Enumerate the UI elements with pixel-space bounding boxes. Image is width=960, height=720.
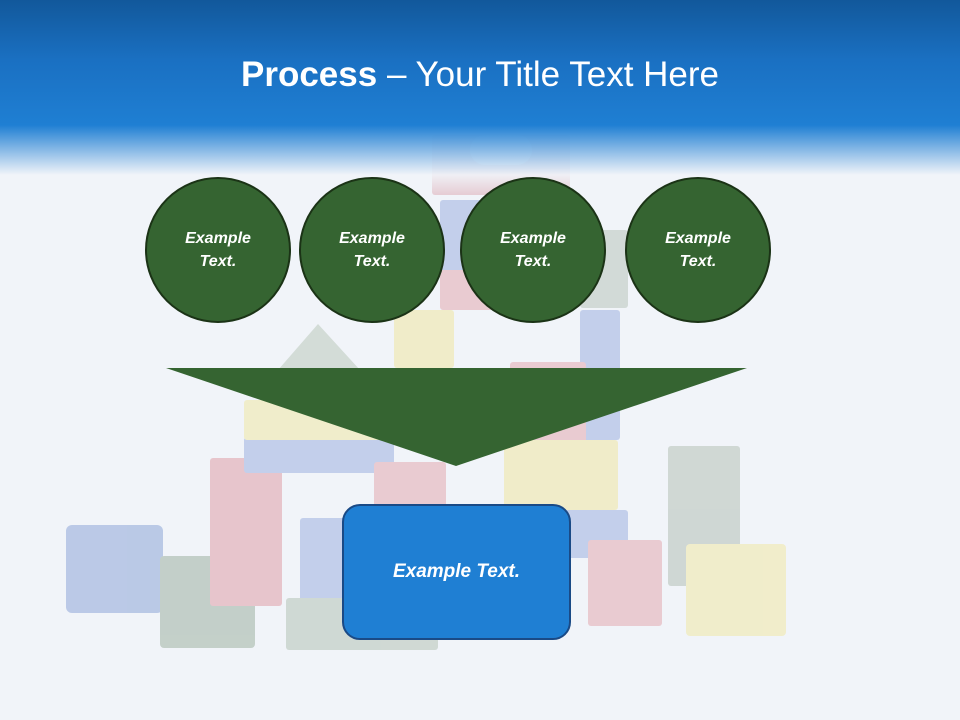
title-rest: – Your Title Text Here — [377, 55, 719, 94]
title-bold: Process — [241, 55, 378, 94]
process-circle-4: Example Text. — [625, 177, 771, 323]
slide-title: Process – Your Title Text Here — [0, 52, 960, 98]
process-circle-3-text: Example Text. — [500, 230, 566, 270]
result-box-text: Example Text. — [392, 561, 521, 582]
process-circle-2: Example Text. — [299, 177, 445, 323]
result-box: Example Text. — [342, 504, 571, 640]
process-circle-3: Example Text. — [460, 177, 606, 323]
process-circle-4-text: Example Text. — [665, 230, 731, 270]
process-circle-2-text: Example Text. — [339, 230, 405, 270]
title-bar — [0, 0, 960, 200]
process-circle-1: Example Text. — [145, 177, 291, 323]
process-circle-1-text: Example Text. — [185, 230, 251, 270]
